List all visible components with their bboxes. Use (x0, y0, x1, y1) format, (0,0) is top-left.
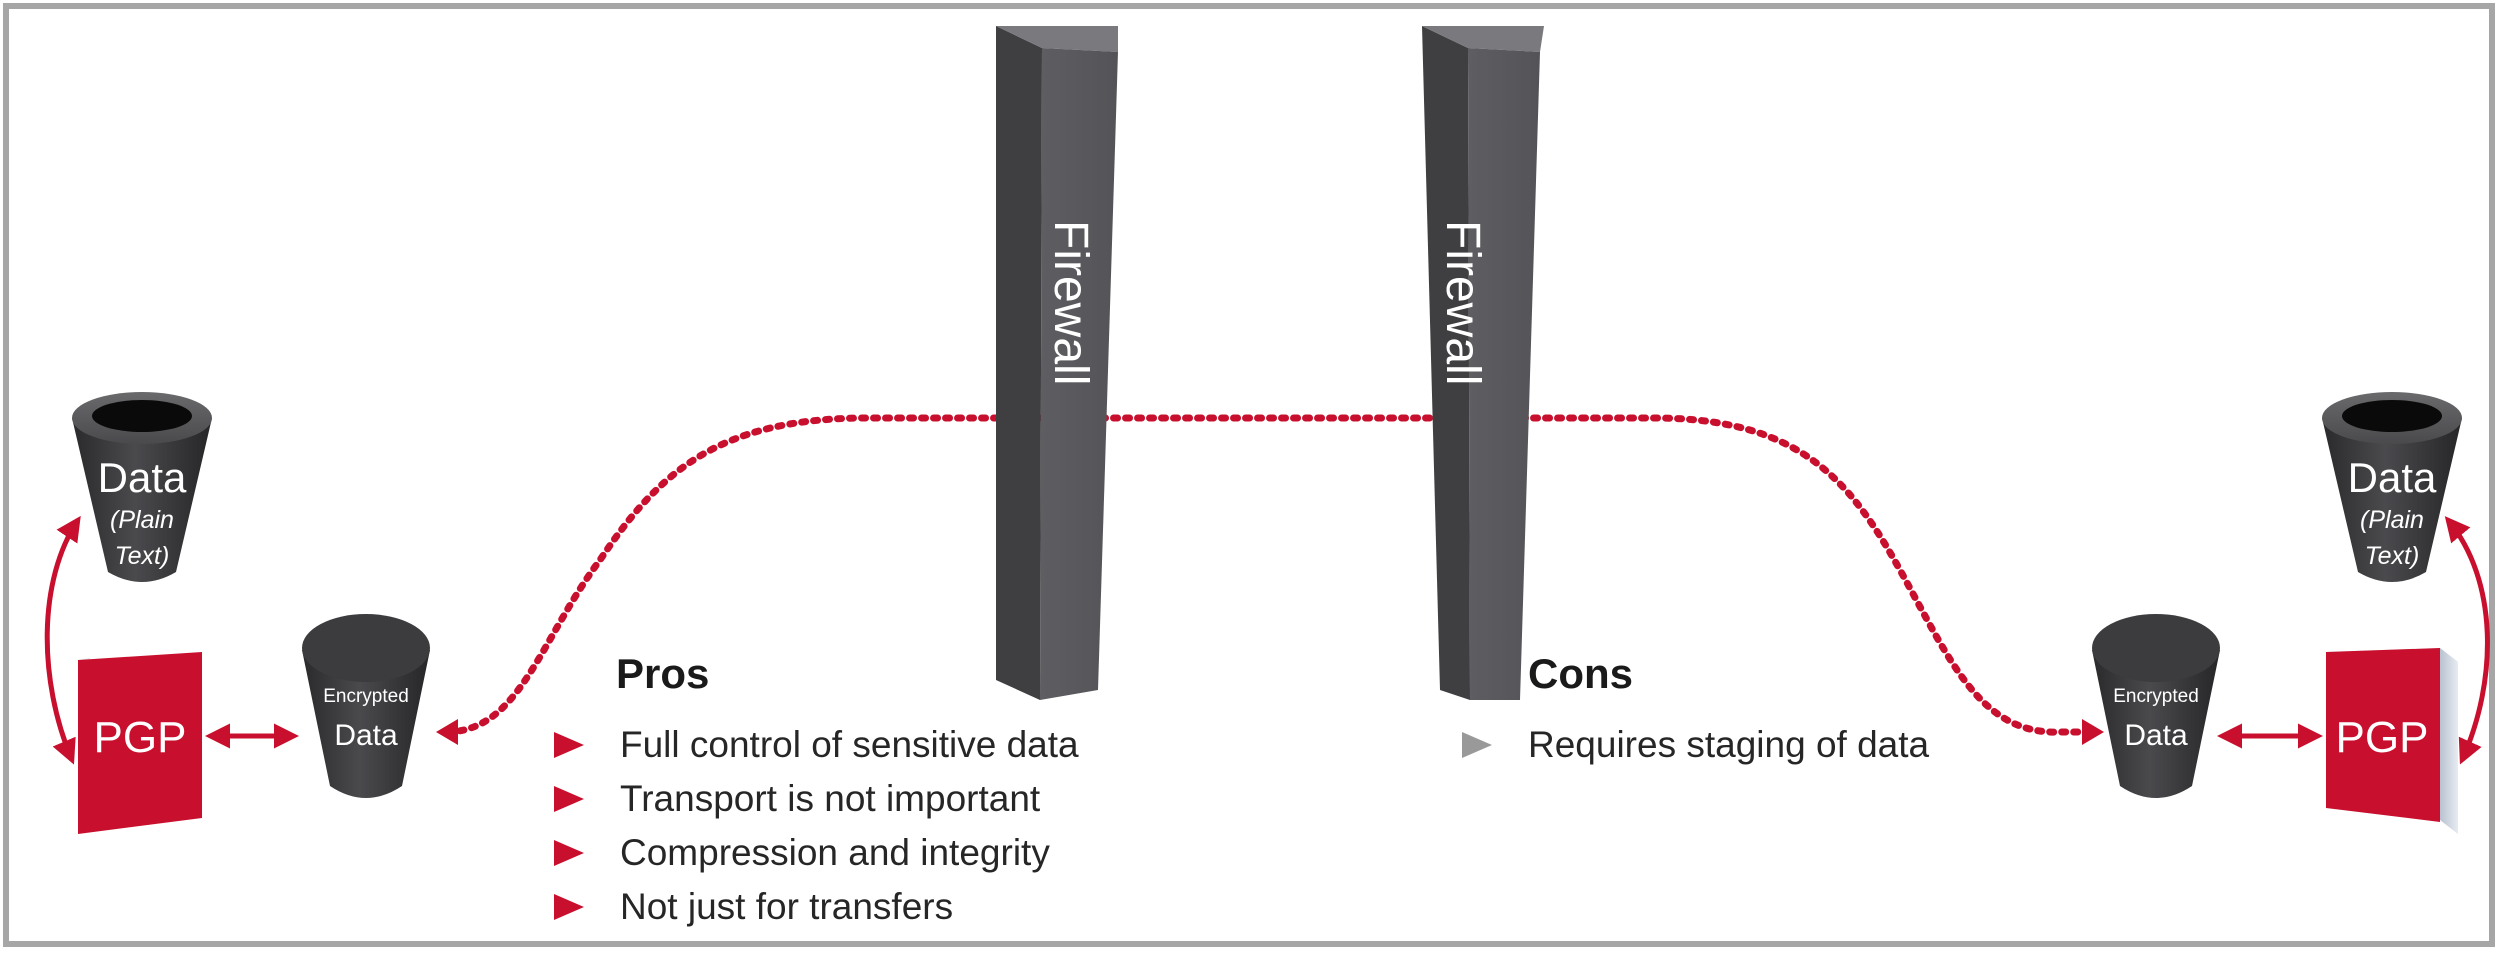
pgp-right-label: PGP (2336, 713, 2429, 762)
encrypted-data-left-line1: Encrypted (323, 686, 409, 707)
cons-heading: Cons (1528, 650, 1633, 697)
bullet-triangle-icon (554, 894, 584, 920)
arrow-plain-right-to-pgp (2444, 516, 2490, 765)
firewall-right: Firewall (1422, 26, 1544, 700)
bullet-triangle-icon (554, 786, 584, 812)
bullet-triangle-icon (1462, 732, 1492, 758)
data-plain-right-subtitle: (Plain Text) (2360, 506, 2424, 570)
pgp-right-block: PGP (2326, 648, 2458, 834)
encrypted-data-right-line1: Encrypted (2113, 686, 2199, 707)
encrypted-data-left-line2: Data (334, 719, 398, 752)
encrypted-data-right-line2: Data (2124, 719, 2188, 752)
encrypted-data-left-cylinder: Encrypted Data (302, 614, 430, 798)
pgp-left-block: PGP (78, 652, 202, 834)
dotted-arrowhead-left (436, 719, 458, 745)
firewall-left: Firewall (996, 26, 1118, 700)
firewall-right-label: Firewall (1436, 220, 1489, 385)
dotted-arrowhead-right (2082, 719, 2104, 745)
bullet-triangle-icon (554, 732, 584, 758)
bullet-triangle-icon (554, 840, 584, 866)
arrow-plain-left-to-pgp (44, 515, 81, 765)
data-plain-left-subtitle: (Plain Text) (110, 506, 174, 570)
data-plain-left-title: Data (98, 454, 187, 501)
data-plain-left-cylinder: Data (Plain Text) (72, 392, 212, 582)
data-plain-right-title: Data (2348, 454, 2437, 501)
diagram-frame (3, 3, 2495, 947)
pgp-left-label: PGP (94, 713, 187, 762)
firewall-left-label: Firewall (1044, 220, 1097, 385)
dotted-transfer-path (444, 414, 2094, 736)
encrypted-data-right-cylinder: Encrypted Data (2092, 614, 2220, 798)
pros-heading: Pros (616, 650, 710, 697)
data-plain-right-cylinder: Data (Plain Text) (2322, 392, 2462, 582)
